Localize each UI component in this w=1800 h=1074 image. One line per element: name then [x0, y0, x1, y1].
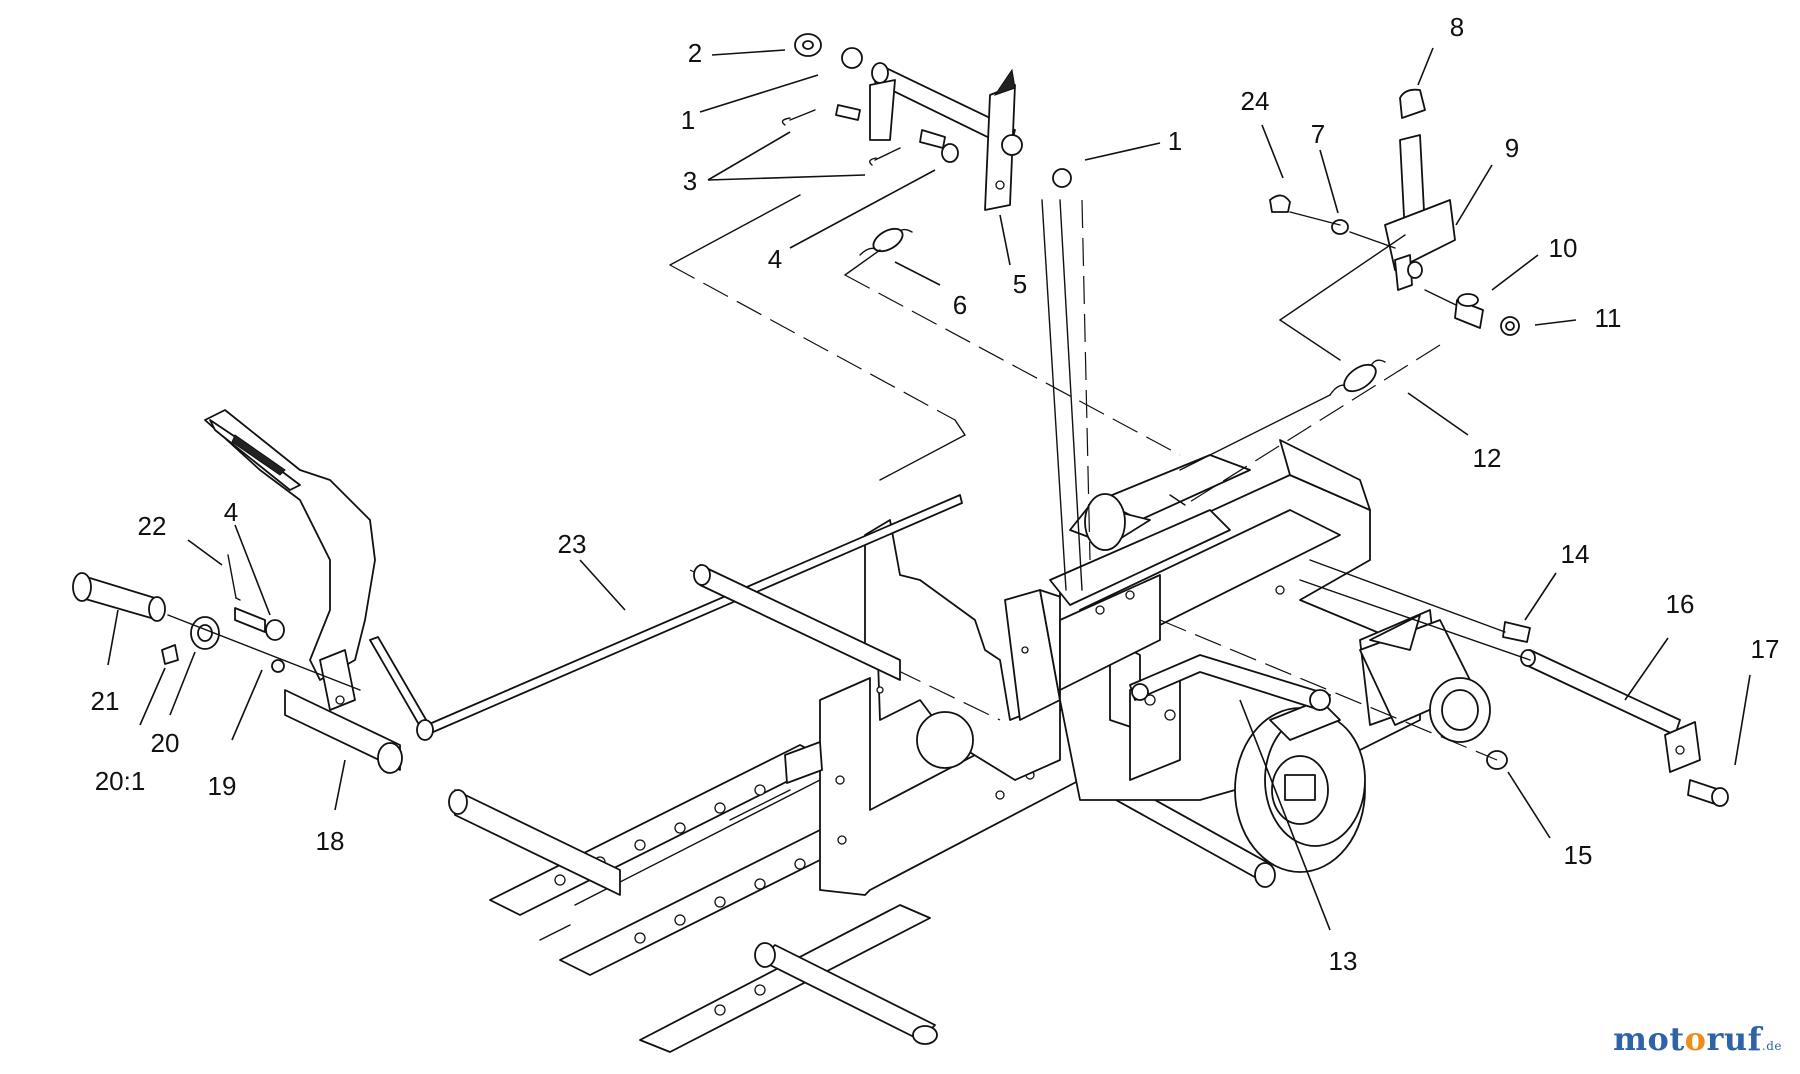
right-axle-housing	[1359, 614, 1491, 743]
callout-16: 16	[1666, 589, 1695, 619]
watermark-text-2: o	[1684, 1020, 1707, 1058]
callout-1b: 1	[1168, 126, 1182, 156]
callout-12: 12	[1473, 443, 1502, 473]
callout-7: 7	[1311, 119, 1325, 149]
callout-2: 2	[688, 38, 702, 68]
callout-23: 23	[558, 529, 587, 559]
callout-1a: 1	[681, 105, 695, 135]
callout-24: 24	[1241, 86, 1270, 116]
center-bracket	[864, 519, 1071, 781]
brake-rod	[369, 494, 963, 741]
callout-4b: 4	[224, 497, 238, 527]
bracket-rod	[1129, 654, 1331, 711]
right-shaft-explode-lines	[1159, 559, 1531, 761]
callout-labels: 2 1 3 4 6 5 1 8 24 7 9 10 11 12 22 4 23 …	[91, 12, 1780, 976]
upper-explode-lines	[669, 194, 1181, 561]
upper-deck-plate	[1049, 493, 1231, 691]
callout-19: 19	[208, 771, 237, 801]
callout-3: 3	[683, 166, 697, 196]
right-shaft	[1486, 621, 1729, 807]
callout-14: 14	[1561, 539, 1590, 569]
callout-13: 13	[1329, 946, 1358, 976]
callout-10: 10	[1549, 233, 1578, 263]
leader-lines	[107, 47, 1751, 931]
watermark-text-1: mot	[1613, 1020, 1685, 1058]
callout-22: 22	[138, 511, 167, 541]
right-lever	[1269, 88, 1520, 396]
callout-18: 18	[316, 826, 345, 856]
callout-20-1: 20:1	[95, 766, 146, 796]
callout-6: 6	[953, 290, 967, 320]
right-explode-lines	[1169, 211, 1457, 506]
pedal-assembly	[204, 409, 403, 774]
callout-8: 8	[1450, 12, 1464, 42]
watermark-logo: motoruf.de	[1613, 1020, 1782, 1058]
callout-20: 20	[151, 728, 180, 758]
callout-21: 21	[91, 686, 120, 716]
callout-5: 5	[1013, 269, 1027, 299]
cross-shaft	[448, 564, 901, 896]
watermark-text-3: ruf	[1706, 1020, 1762, 1058]
left-hardware	[72, 554, 361, 691]
callout-4a: 4	[768, 244, 782, 274]
callout-9: 9	[1505, 133, 1519, 163]
callout-15: 15	[1564, 840, 1593, 870]
callout-17: 17	[1751, 634, 1780, 664]
upper-linkage	[781, 33, 1083, 591]
callout-11: 11	[1595, 303, 1622, 333]
watermark-text-4: .de	[1761, 1039, 1782, 1053]
